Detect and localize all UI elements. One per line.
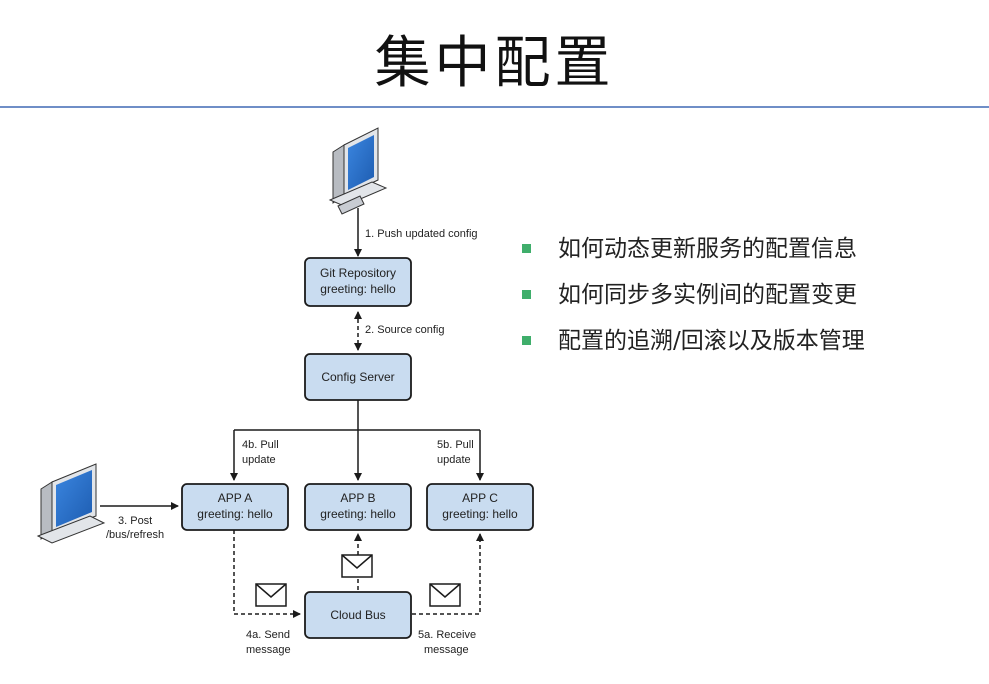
edge-post-refresh: 3. Post /bus/refresh (100, 502, 179, 541)
app-a-box: APP A greeting: hello (181, 483, 289, 531)
edge-label: 4b. Pull (242, 439, 279, 451)
edge-source: 2. Source config (354, 311, 445, 351)
edge-label: update (242, 454, 276, 466)
app-c-box: APP C greeting: hello (426, 483, 534, 531)
envelope-icon (255, 583, 287, 607)
edge-label: 5a. Receive (418, 629, 476, 641)
bullet-item: 如何动态更新服务的配置信息 (522, 226, 865, 272)
edge-label: 4a. Send (246, 629, 290, 641)
box-label: greeting: hello (320, 282, 396, 296)
slide-title: 集中配置 (374, 31, 615, 96)
box-label: Cloud Bus (330, 608, 385, 622)
edge-send-message: 4a. Send message (233, 530, 301, 656)
edge-receive-message: 5a. Receive message (354, 533, 484, 656)
edge-label: 1. Push updated config (365, 228, 478, 240)
cloud-bus-box: Cloud Bus (304, 591, 412, 639)
bullet-item: 配置的追溯/回滚以及版本管理 (522, 318, 865, 364)
box-label: APP A (218, 491, 252, 505)
envelope-icon (429, 583, 461, 607)
box-label: greeting: hello (197, 507, 273, 521)
box-label: APP C (462, 491, 498, 505)
edge-label: message (246, 644, 291, 656)
box-label: greeting: hello (320, 507, 396, 521)
app-b-box: APP B greeting: hello (304, 483, 412, 531)
box-label: APP B (340, 491, 375, 505)
envelope-icon (341, 554, 373, 578)
bullet-square-icon (522, 244, 531, 253)
bullet-list: 如何动态更新服务的配置信息 如何同步多实例间的配置变更 配置的追溯/回滚以及版本… (522, 226, 865, 364)
bullet-square-icon (522, 290, 531, 299)
git-repository-box: Git Repository greeting: hello (304, 257, 412, 307)
config-server-box: Config Server (304, 353, 412, 401)
box-label: greeting: hello (442, 507, 518, 521)
computer-icon (328, 127, 388, 215)
bullet-item: 如何同步多实例间的配置变更 (522, 272, 865, 318)
edge-label: /bus/refresh (106, 529, 164, 541)
computer-icon (36, 463, 106, 544)
edge-label: 3. Post (118, 515, 152, 527)
edge-label: 5b. Pull (437, 439, 474, 451)
bullet-text: 如何动态更新服务的配置信息 (558, 236, 857, 262)
bullet-text: 如何同步多实例间的配置变更 (558, 282, 857, 308)
edge-label: 2. Source config (365, 324, 445, 336)
edge-push: 1. Push updated config (354, 208, 478, 257)
box-label: Git Repository (320, 266, 396, 280)
bullet-text: 配置的追溯/回滚以及版本管理 (558, 328, 865, 354)
edge-pull-update: 4b. Pull update 5b. Pull update (230, 400, 484, 481)
bullet-square-icon (522, 336, 531, 345)
box-label: Config Server (321, 370, 394, 384)
edge-label: update (437, 454, 471, 466)
edge-label: message (424, 644, 469, 656)
title-divider (0, 106, 989, 108)
